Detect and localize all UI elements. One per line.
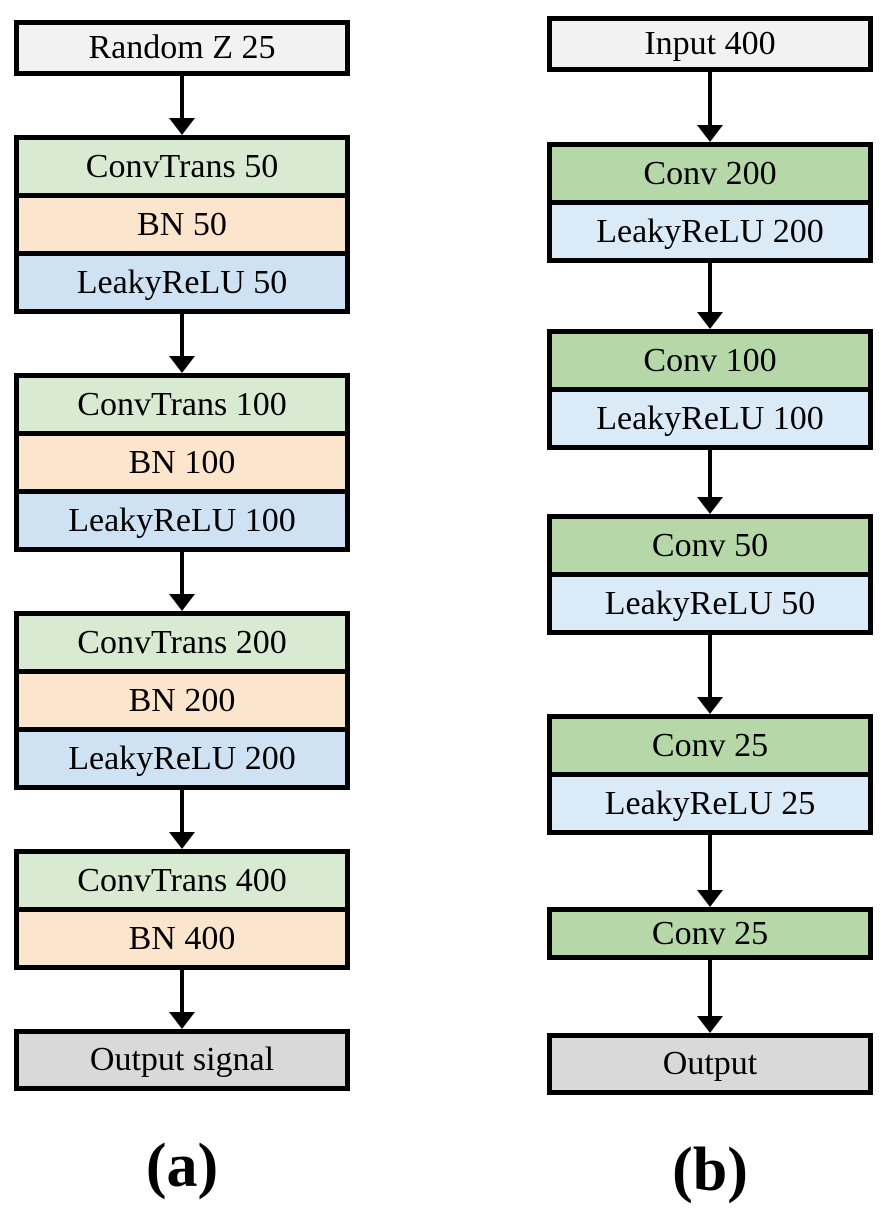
- layer-batchnorm: BN 400: [19, 907, 345, 965]
- discriminator-block-2: Conv 100 LeakyReLU 100: [547, 329, 873, 450]
- generator-output-node: Output signal: [14, 1029, 350, 1091]
- layer-conv: Conv 100: [552, 334, 868, 387]
- layer-batchnorm: BN 100: [19, 431, 345, 489]
- layer-leakyrelu: LeakyReLU 200: [19, 727, 345, 785]
- arrow-line: [708, 263, 712, 312]
- arrow-head: [169, 356, 195, 373]
- arrow-down-icon: [14, 790, 350, 849]
- arrow-head: [697, 497, 723, 514]
- arrow-line: [180, 76, 184, 118]
- generator-block-1: ConvTrans 50 BN 50 LeakyReLU 50: [14, 135, 350, 314]
- arrow-down-icon: [14, 76, 350, 135]
- discriminator-block-3: Conv 50 LeakyReLU 50: [547, 514, 873, 635]
- arrow-down-icon: [14, 552, 350, 611]
- arrow-line: [708, 72, 712, 125]
- layer-batchnorm: BN 50: [19, 193, 345, 251]
- arrow-down-icon: [547, 835, 873, 907]
- arrow-line: [180, 552, 184, 594]
- layer-convtrans: ConvTrans 200: [19, 616, 345, 669]
- layer-convtrans: ConvTrans 100: [19, 378, 345, 431]
- arrow-head: [697, 1016, 723, 1033]
- discriminator-output-node: Output: [547, 1033, 873, 1095]
- layer-leakyrelu: LeakyReLU 100: [552, 387, 868, 445]
- arrow-down-icon: [547, 635, 873, 714]
- arrow-head: [697, 312, 723, 329]
- arrow-head: [169, 1012, 195, 1029]
- layer-conv-final: Conv 25: [547, 907, 873, 960]
- layer-leakyrelu: LeakyReLU 50: [552, 572, 868, 630]
- arrow-down-icon: [14, 314, 350, 373]
- generator-column: Random Z 25 ConvTrans 50 BN 50 LeakyReLU…: [14, 20, 350, 1197]
- layer-leakyrelu: LeakyReLU 50: [19, 251, 345, 309]
- arrow-head: [169, 118, 195, 135]
- arrow-line: [708, 450, 712, 497]
- generator-input-node: Random Z 25: [14, 20, 350, 76]
- generator-block-2: ConvTrans 100 BN 100 LeakyReLU 100: [14, 373, 350, 552]
- caption-b: (b): [672, 1136, 748, 1204]
- arrow-down-icon: [547, 72, 873, 142]
- generator-block-4: ConvTrans 400 BN 400: [14, 849, 350, 970]
- layer-conv: Conv 50: [552, 519, 868, 572]
- layer-conv: Conv 25: [552, 719, 868, 772]
- generator-block-3: ConvTrans 200 BN 200 LeakyReLU 200: [14, 611, 350, 790]
- layer-convtrans: ConvTrans 50: [19, 140, 345, 193]
- arrow-line: [180, 314, 184, 356]
- layer-leakyrelu: LeakyReLU 100: [19, 489, 345, 547]
- caption-a: (a): [145, 1132, 219, 1200]
- arrow-down-icon: [547, 960, 873, 1033]
- arrow-down-icon: [547, 263, 873, 329]
- arrow-line: [180, 970, 184, 1012]
- layer-convtrans: ConvTrans 400: [19, 854, 345, 907]
- discriminator-column: Input 400 Conv 200 LeakyReLU 200 Conv 10…: [547, 16, 873, 1201]
- arrow-head: [697, 890, 723, 907]
- arrow-head: [169, 832, 195, 849]
- arrow-head: [169, 594, 195, 611]
- arrow-line: [180, 790, 184, 832]
- arrow-line: [708, 835, 712, 890]
- discriminator-block-1: Conv 200 LeakyReLU 200: [547, 142, 873, 263]
- layer-leakyrelu: LeakyReLU 25: [552, 772, 868, 830]
- layer-leakyrelu: LeakyReLU 200: [552, 200, 868, 258]
- arrow-line: [708, 635, 712, 697]
- layer-batchnorm: BN 200: [19, 669, 345, 727]
- arrow-head: [697, 125, 723, 142]
- arrow-head: [697, 697, 723, 714]
- discriminator-block-4: Conv 25 LeakyReLU 25: [547, 714, 873, 835]
- layer-conv: Conv 200: [552, 147, 868, 200]
- arrow-down-icon: [14, 970, 350, 1029]
- discriminator-input-node: Input 400: [547, 16, 873, 72]
- arrow-down-icon: [547, 450, 873, 514]
- arrow-line: [708, 960, 712, 1016]
